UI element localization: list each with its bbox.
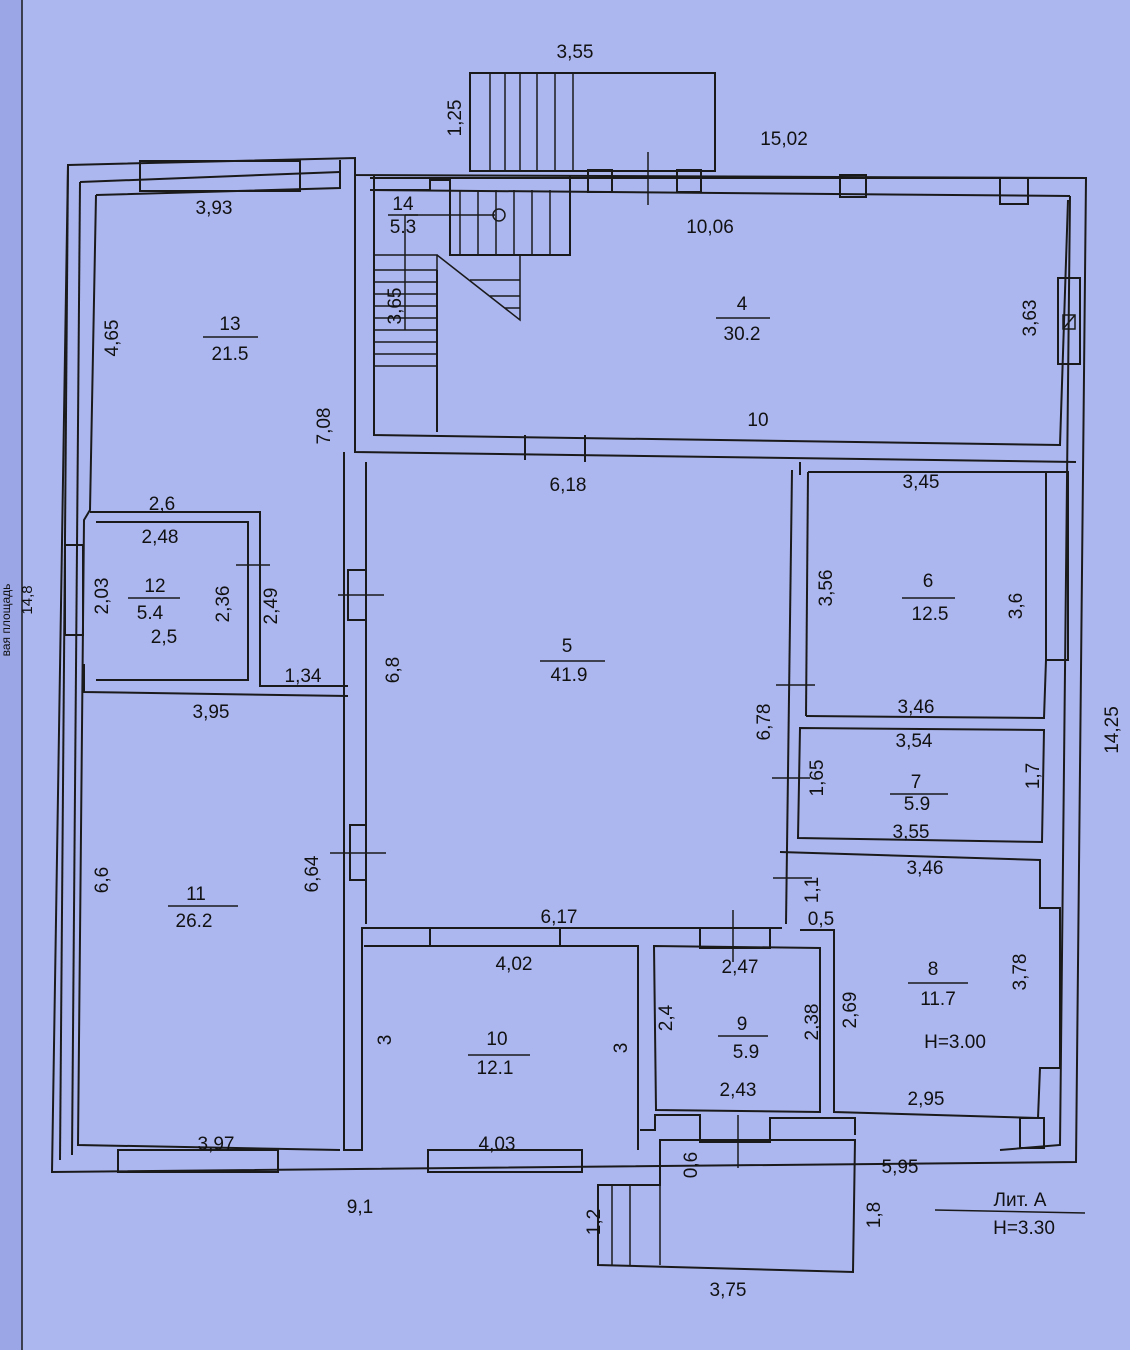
dim-porch-bottom-inner: 0,6	[681, 1152, 702, 1178]
margin-area-label: 14,8	[19, 585, 36, 614]
dim-overall-bottom-right: 5,95	[882, 1157, 919, 1178]
outer-walls	[50, 156, 1088, 1174]
room-10-dim-left: 3	[375, 1035, 396, 1046]
room-6-dim-bottom: 3,46	[898, 697, 935, 718]
room-4-dim-right: 3,63	[1020, 300, 1041, 337]
room-10-dim-bottom: 4,03	[479, 1134, 516, 1155]
room-7-dim-left: 1,65	[807, 760, 828, 797]
room-13-number: 13	[219, 314, 240, 335]
room-5-area: 41.9	[551, 665, 588, 686]
room-8-ceiling-height: H=3.00	[924, 1032, 986, 1053]
dim-porch-bottom-width: 3,75	[710, 1280, 747, 1301]
room-14-number: 14	[392, 194, 414, 215]
dim-porch-bottom-height: 1,8	[864, 1202, 885, 1228]
room-9-number: 9	[737, 1014, 748, 1035]
room-12-area: 5.4	[137, 603, 164, 624]
room-6-dim-top: 3,45	[903, 472, 940, 493]
room-8-dim-bottom: 2,95	[908, 1089, 945, 1110]
dim-porch-top-height: 1,25	[445, 100, 466, 137]
room-4-area: 30.2	[724, 324, 761, 345]
room-12-dim-right: 2,36	[213, 586, 234, 623]
room-6-number: 6	[923, 571, 934, 592]
room-6-dim-left: 3,56	[816, 570, 837, 607]
room-8-dim-step-a: 1,1	[802, 877, 823, 903]
room-10-area: 12.1	[477, 1058, 514, 1079]
room-9-dim-bottom: 2,43	[720, 1080, 757, 1101]
room-12-number: 12	[144, 576, 165, 597]
stamp-height: H=3.30	[993, 1218, 1055, 1239]
room-10-number: 10	[486, 1029, 507, 1050]
room-4-dim-top: 10,06	[686, 217, 734, 238]
room-8-dim-right: 3,78	[1010, 954, 1031, 991]
room-5-dim-right: 6,78	[754, 704, 775, 741]
room-9-dim-left: 2,4	[656, 1004, 677, 1031]
stamp: Лит. А H=3.30	[934, 1190, 1086, 1239]
room-12-dim-outer-top: 2,6	[149, 494, 175, 515]
dim-overall-right: 14,25	[1102, 706, 1123, 754]
room-13-dim-top: 3,93	[196, 198, 233, 219]
room-14-area: 5.3	[390, 217, 416, 238]
room-9-dim-right: 2,38	[802, 1004, 823, 1041]
page-binding-edge	[0, 0, 22, 1350]
dim-porch-bottom-side: 1,2	[584, 1209, 605, 1235]
dim-overall-top: 15,02	[760, 129, 808, 150]
room-8-number: 8	[928, 959, 939, 980]
room-5-dim-left: 6,8	[383, 657, 404, 683]
room-5-dim-top: 6,18	[550, 475, 587, 496]
room-11-dim-right: 6,64	[302, 855, 323, 892]
room-13-dim-left: 4,65	[102, 320, 123, 357]
room-12-dim-corridor: 2,49	[261, 588, 282, 625]
dim-overall-bottom-left: 9,1	[347, 1197, 373, 1218]
room-11-area: 26.2	[176, 911, 213, 932]
room-12-dim-left: 2,03	[92, 578, 113, 615]
room-8-dim-top: 3,46	[907, 858, 944, 879]
room-4-walls	[354, 152, 1081, 463]
bottom-rooms-walls	[364, 910, 856, 1168]
room-5-dim-bottom: 6,17	[541, 907, 578, 928]
bottom-porch	[597, 1139, 857, 1274]
bottom-windows	[117, 1117, 1045, 1173]
right-rooms-walls	[772, 471, 1069, 1120]
room-9-dim-top: 2,47	[722, 957, 759, 978]
dim-porch-top-width: 3,55	[557, 42, 594, 63]
stamp-label: Лит. А	[994, 1190, 1047, 1211]
room-4-dim-stair: 3,65	[385, 288, 406, 325]
room-6-area: 12.5	[912, 604, 949, 625]
top-porch	[469, 72, 716, 172]
room-11-dim-top: 3,95	[193, 702, 230, 723]
room-5-number: 5	[562, 636, 573, 657]
room-7-dim-bottom: 3,55	[893, 822, 930, 843]
room-8-dim-step-b: 0,5	[808, 909, 834, 930]
room-11-dim-bottom: 3,97	[198, 1134, 235, 1155]
room-7-dim-right: 1,7	[1023, 763, 1044, 789]
room-11-number: 11	[186, 884, 206, 905]
room-8-area: 11.7	[920, 989, 956, 1010]
room-12-dim-bottom: 2,5	[151, 627, 177, 648]
internal-staircase	[374, 175, 571, 367]
room-8-dim-left: 2,69	[840, 992, 861, 1029]
room-10-dim-top: 4,02	[496, 954, 533, 975]
room-12-dim-corridor-width: 1,34	[285, 666, 322, 687]
room-13-dim-right: 7,08	[314, 408, 335, 445]
room-12-dim-top: 2,48	[142, 527, 179, 548]
room-7-number: 7	[911, 772, 922, 793]
room-11-dim-left: 6,6	[92, 867, 113, 893]
room-7-dim-top: 3,54	[896, 731, 933, 752]
room-7-area: 5.9	[904, 794, 930, 815]
room-6-dim-right: 3,6	[1006, 593, 1027, 619]
room-9-area: 5.9	[733, 1042, 759, 1063]
room-13-area: 21.5	[212, 344, 249, 365]
room-4-dim-bottom: 10	[747, 410, 768, 431]
room-4-number: 4	[737, 294, 748, 315]
room-10-dim-right: 3	[611, 1043, 632, 1054]
margin-area-text: вая площадь	[0, 584, 13, 657]
